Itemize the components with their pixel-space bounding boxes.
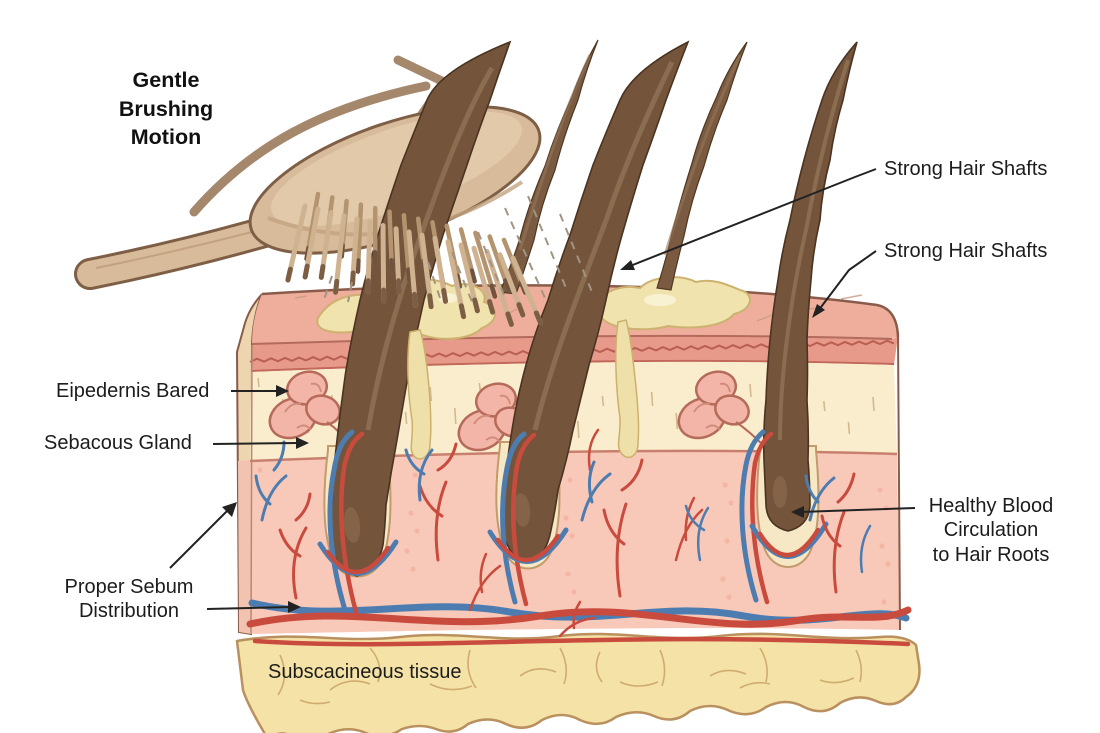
label-sebum-distribution: Proper Sebum Distribution (64, 576, 194, 623)
sebum-spread-dashes (323, 195, 593, 305)
label-blood-circulation: Healthy Blood Circulation to Hair Roots (928, 495, 1054, 566)
sebum-drips (407, 319, 640, 460)
sebaceous-gland (268, 370, 352, 447)
hair-shafts (329, 39, 858, 577)
label-strong-hair-shafts-bottom: Strong Hair Shafts (884, 240, 1048, 262)
leader-arrowheads (222, 260, 825, 613)
hair-shaft (656, 41, 748, 291)
blood-vessels (246, 428, 912, 647)
subcutaneous-fat-layer (235, 632, 921, 733)
label-sebaceous-gland: Sebacous Gland (44, 432, 192, 454)
block-side-face-lower (238, 460, 251, 634)
label-epidermis: Eipedernis Bared (56, 380, 210, 402)
leader-lines (169, 168, 916, 610)
sebaceous-gland (677, 370, 763, 445)
fat-lobule-lines (277, 647, 863, 705)
bristle-row-front (285, 203, 544, 327)
artery-branches (278, 428, 856, 638)
vein-branches (254, 440, 872, 574)
label-strong-hair-shafts-top: Strong Hair Shafts (884, 158, 1048, 180)
artery (246, 606, 912, 628)
dermis-layer (250, 451, 900, 634)
hair-shaft (762, 41, 858, 532)
label-subcutaneous-tissue: Subscacineous tissue (268, 661, 462, 683)
artery (252, 636, 911, 647)
label-brushing-motion: Gentle Brushing Motion (118, 68, 214, 150)
